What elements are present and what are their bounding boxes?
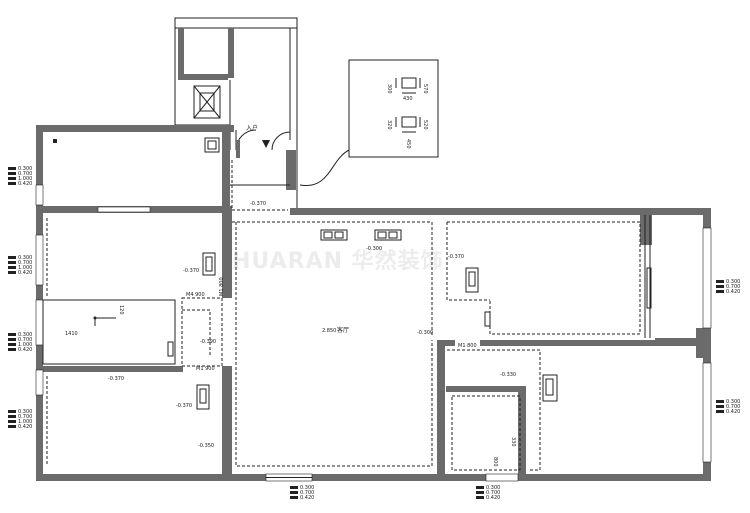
svg-text:0.700: 0.700 xyxy=(726,284,740,290)
box-top-h: 430 xyxy=(403,96,413,102)
desk-d xyxy=(542,374,558,402)
svg-text:0.700: 0.700 xyxy=(726,404,740,410)
box-bot-w: 520 xyxy=(422,120,428,130)
box-top-w: 570 xyxy=(422,84,428,94)
detail-callout: 300 570 430 320 520 450 xyxy=(299,59,439,187)
bath-vert: 800 xyxy=(492,457,498,467)
svg-text:0.300: 0.300 xyxy=(300,485,314,491)
svg-text:0.420: 0.420 xyxy=(726,289,740,295)
door-tag-a: M4 900 xyxy=(186,292,205,298)
svg-text:1.000: 1.000 xyxy=(18,176,32,182)
tv-unit-left xyxy=(320,229,348,241)
svg-text:0.420: 0.420 xyxy=(18,270,32,276)
svg-text:0.300: 0.300 xyxy=(726,279,740,285)
desk-c xyxy=(465,267,479,293)
svg-text:0.300: 0.300 xyxy=(726,399,740,405)
svg-text:0.700: 0.700 xyxy=(18,260,32,266)
shaft xyxy=(193,85,221,119)
level-kitchen: -0.330 xyxy=(500,372,516,378)
box-top-d: 300 xyxy=(386,84,392,94)
svg-text:1.000: 1.000 xyxy=(18,265,32,271)
desk-a xyxy=(202,252,216,276)
level-living-right: -0.300 xyxy=(417,330,433,336)
door-tag-d: M1 800 xyxy=(219,277,225,296)
door-tag-b: M1 900 xyxy=(196,366,215,372)
ceiling-dashed xyxy=(46,160,641,471)
svg-text:0.700: 0.700 xyxy=(300,490,314,496)
svg-text:1.000: 1.000 xyxy=(18,342,32,348)
svg-text:0.420: 0.420 xyxy=(486,495,500,501)
svg-text:0.300: 0.300 xyxy=(486,485,500,491)
level-living-sofa: -0.300 xyxy=(366,246,382,252)
level-living: 2.850 xyxy=(322,328,336,334)
level-labels: -0.370 -0.370 -0.390 -0.370 -0.370 -0.35… xyxy=(65,201,516,467)
box-bot-d: 320 xyxy=(386,120,392,130)
level-bedroom-b-side: -0.370 xyxy=(176,403,192,409)
walls xyxy=(36,125,711,481)
level-bedroom-a: -0.370 xyxy=(183,268,199,274)
watermark: HUARAN 华然装饰 xyxy=(232,248,444,274)
svg-text:0.300: 0.300 xyxy=(18,409,32,415)
svg-text:0.420: 0.420 xyxy=(18,424,32,430)
level-bedroom-b-bottom: -0.350 xyxy=(198,443,214,449)
detail-box-top xyxy=(401,77,417,89)
svg-text:0.420: 0.420 xyxy=(726,409,740,415)
level-foyer: -0.370 xyxy=(250,201,266,207)
study-width: 1410 xyxy=(65,331,78,337)
bath-height: 330 xyxy=(510,437,516,447)
box-bot-h: 450 xyxy=(405,139,411,149)
svg-text:0.700: 0.700 xyxy=(18,337,32,343)
svg-text:0.300: 0.300 xyxy=(18,255,32,261)
svg-text:1.000: 1.000 xyxy=(18,419,32,425)
svg-text:0.700: 0.700 xyxy=(486,490,500,496)
svg-text:0.300: 0.300 xyxy=(18,332,32,338)
desk-b xyxy=(196,384,210,410)
svg-text:0.700: 0.700 xyxy=(18,414,32,420)
entrance-marker: 入户 xyxy=(246,124,270,148)
svg-text:0.300: 0.300 xyxy=(18,166,32,172)
level-bedroom-b-top: -0.370 xyxy=(108,376,124,382)
level-bath-right: -0.370 xyxy=(448,254,464,260)
svg-text:0.420: 0.420 xyxy=(18,347,32,353)
tv-unit-right xyxy=(374,229,402,241)
svg-text:0.700: 0.700 xyxy=(18,171,32,177)
svg-text:0.420: 0.420 xyxy=(18,181,32,187)
door-tag-c: M1 800 xyxy=(458,343,477,349)
detail-box-bottom xyxy=(401,116,417,128)
windows xyxy=(35,184,712,482)
study-height: 120 xyxy=(118,305,124,315)
furniture xyxy=(93,229,558,410)
svg-text:0.420: 0.420 xyxy=(300,495,314,501)
balcony-annex xyxy=(174,17,298,210)
entrance-label: 入户 xyxy=(246,124,258,132)
level-study-top: -0.390 xyxy=(200,339,216,345)
room-living: 客厅 xyxy=(337,326,349,334)
interior-lines xyxy=(42,137,652,365)
